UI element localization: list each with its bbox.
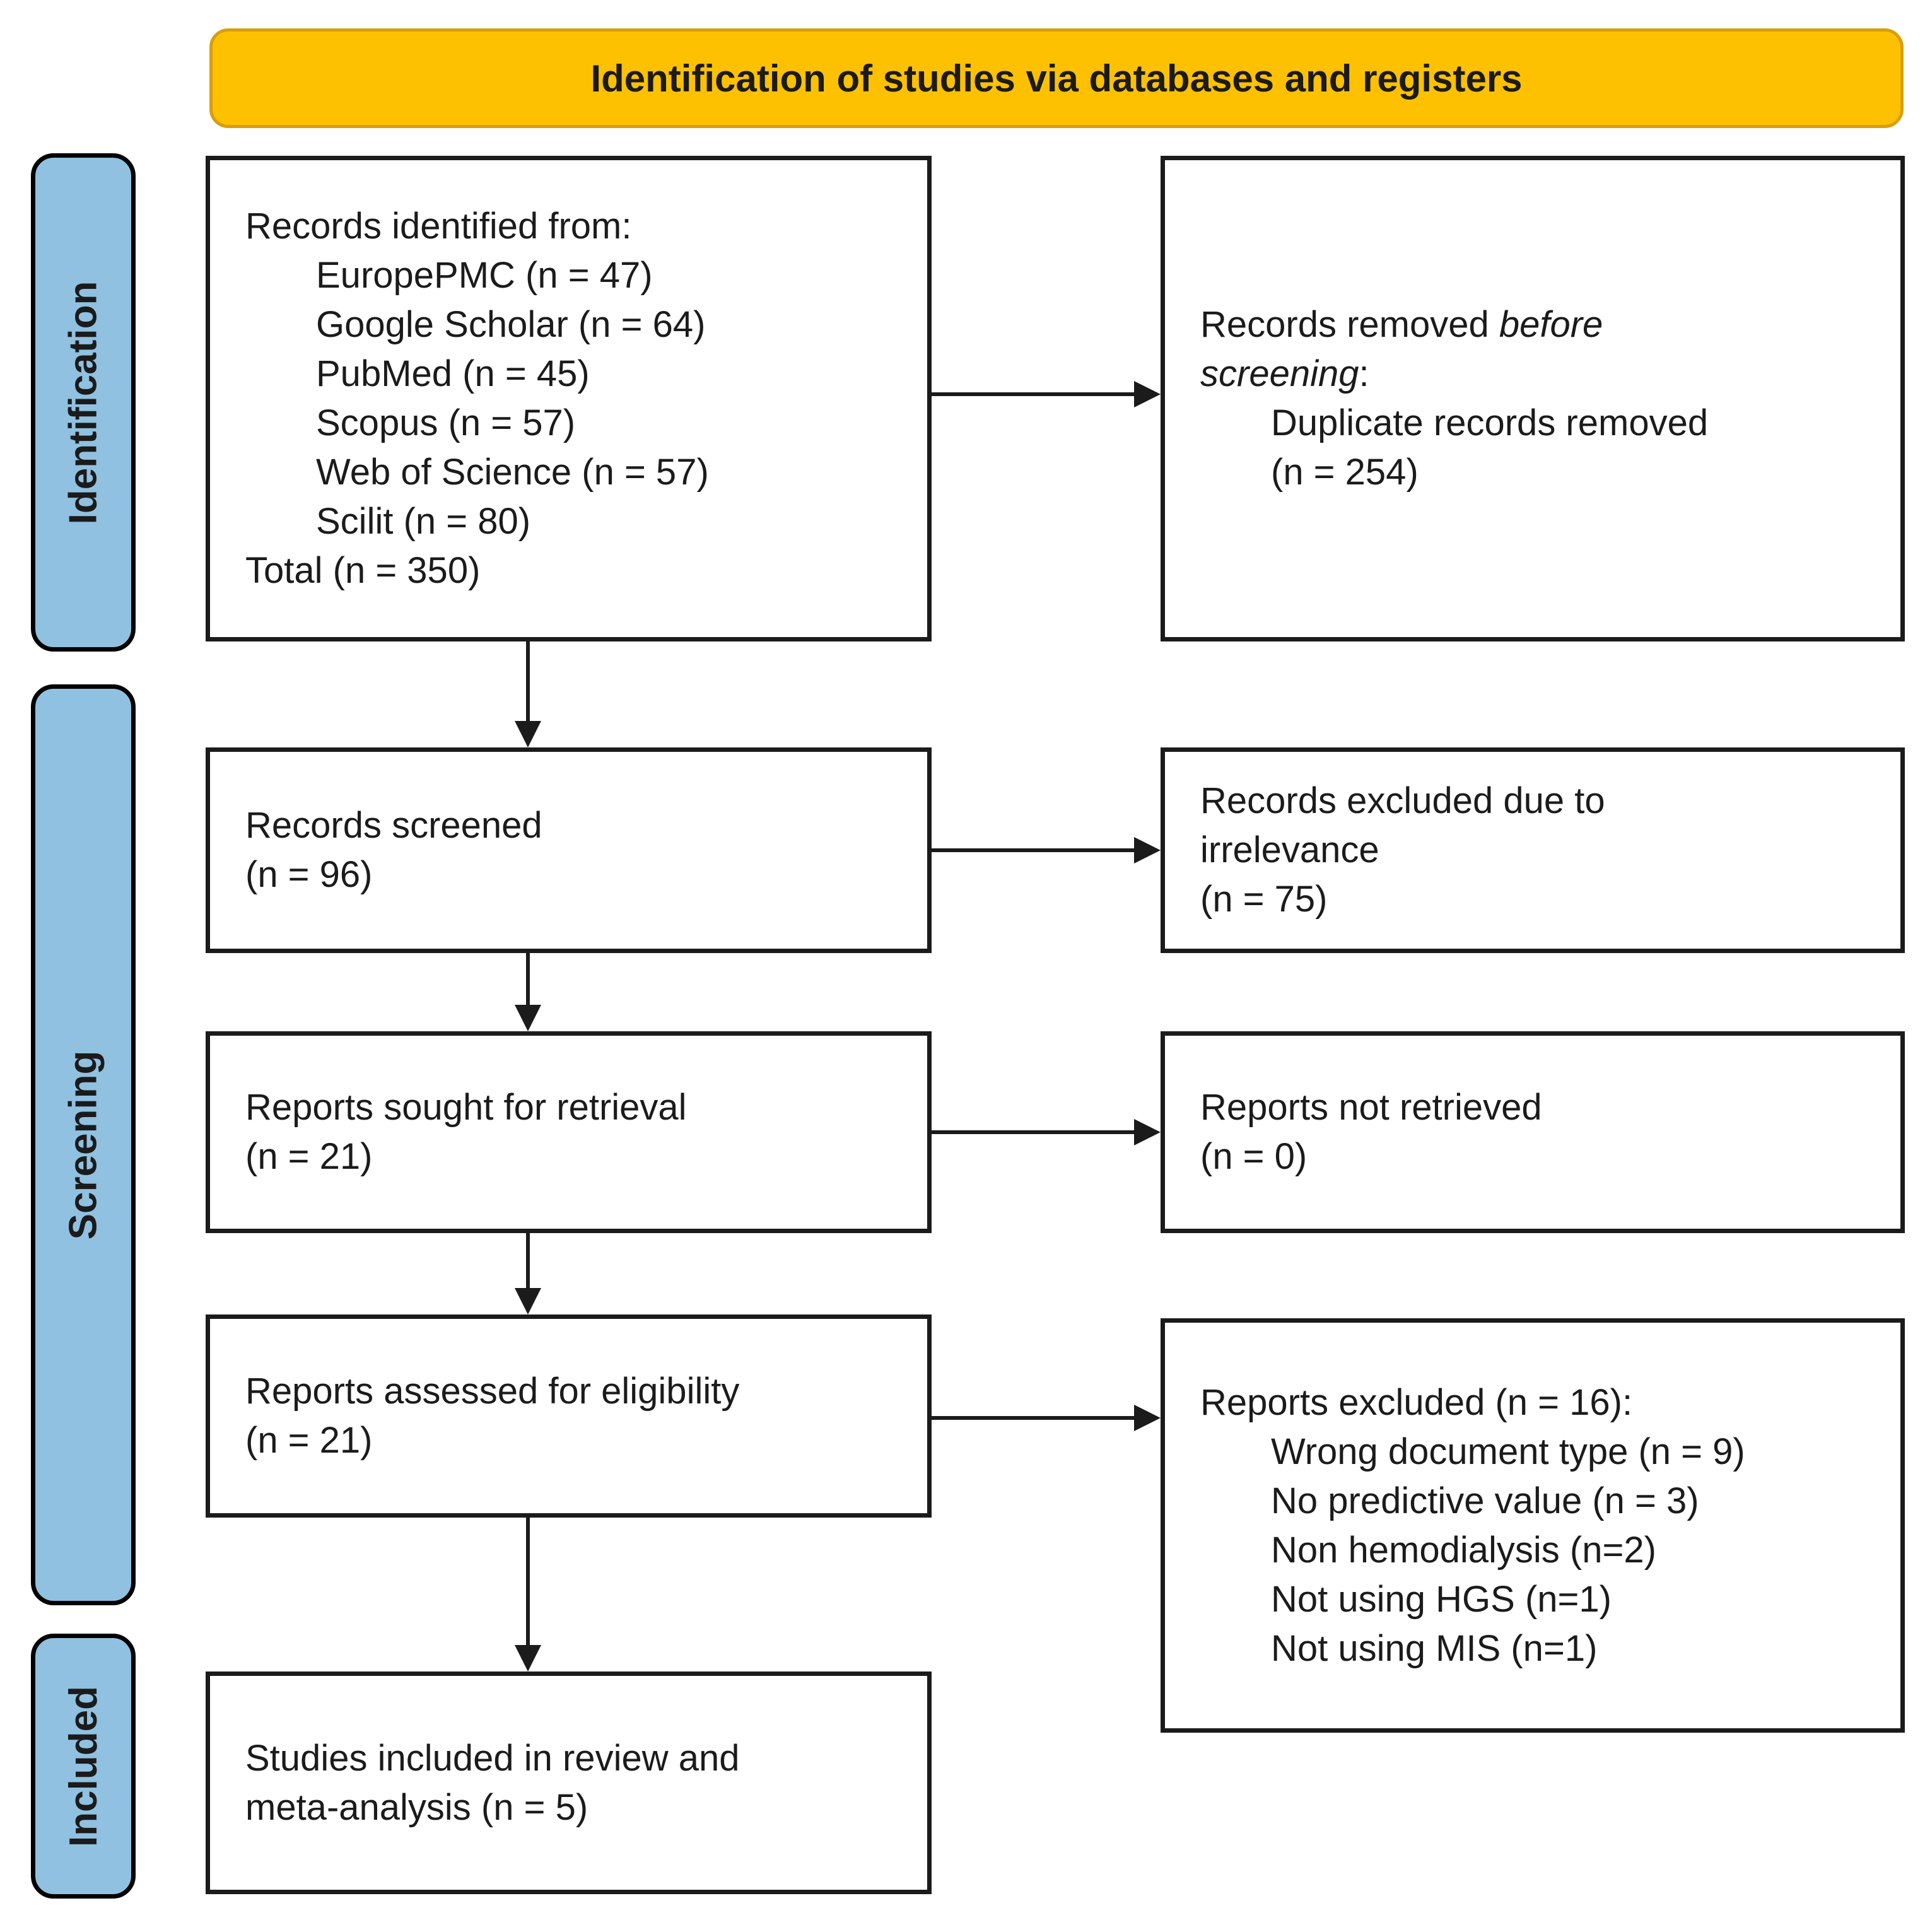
records-identified-source: Google Scholar (n = 64) (316, 304, 706, 345)
arrow-assessed-to-excluded (932, 1405, 1161, 1431)
records-removed-prefix: Records removed (1200, 304, 1499, 345)
records-removed-detail: Duplicate records removed (1271, 402, 1709, 443)
reports-excluded-reason: Wrong document type (n = 9) (1271, 1431, 1745, 1472)
arrow-identified-to-screened (515, 641, 541, 747)
arrow-assessed-to-included (515, 1518, 541, 1671)
stage-label-identification: Identification (31, 153, 136, 652)
stage-label-included-text: Included (61, 1685, 105, 1847)
records-identified-total: Total (n = 350) (245, 550, 481, 591)
records-excluded-count: (n = 75) (1200, 879, 1328, 920)
reports-assessed-line: Reports assessed for eligibility (245, 1371, 740, 1412)
records-screened-line: Records screened (245, 805, 542, 846)
records-identified-source: Web of Science (n = 57) (316, 452, 709, 493)
records-removed-line2: screening: (1200, 349, 1881, 399)
box-studies-included: Studies included in review and meta-anal… (206, 1671, 932, 1894)
records-identified-intro: Records identified from: (245, 206, 632, 247)
box-reports-excluded: Reports excluded (n = 16): Wrong documen… (1161, 1318, 1905, 1733)
arrow-identified-to-removed (932, 381, 1161, 407)
records-removed-italic-1: before (1499, 304, 1603, 345)
box-reports-sought: Reports sought for retrieval (n = 21) (206, 1031, 932, 1233)
box-records-excluded: Records excluded due to irrelevance (n =… (1161, 747, 1905, 953)
box-records-screened: Records screened (n = 96) (206, 747, 932, 953)
box-reports-assessed: Reports assessed for eligibility (n = 21… (206, 1314, 932, 1518)
banner-title: Identification of studies via databases … (590, 57, 1523, 100)
box-reports-not-retrieved: Reports not retrieved (n = 0) (1161, 1031, 1905, 1233)
reports-excluded-reason: Non hemodialysis (n=2) (1271, 1529, 1656, 1571)
stage-label-included: Included (31, 1634, 136, 1899)
records-identified-source: EuropePMC (n = 47) (316, 255, 653, 296)
records-removed-italic-2: screening (1200, 353, 1359, 394)
arrow-sought-to-not-retrieved (932, 1119, 1161, 1145)
reports-excluded-reason: Not using HGS (n=1) (1271, 1578, 1612, 1620)
reports-sought-count: (n = 21) (245, 1136, 373, 1177)
arrow-screened-to-sought (515, 953, 541, 1031)
stage-label-identification-text: Identification (61, 281, 105, 524)
records-identified-source: Scilit (n = 80) (316, 501, 531, 542)
records-identified-source: PubMed (n = 45) (316, 353, 590, 394)
reports-not-retrieved-line: Reports not retrieved (1200, 1087, 1542, 1128)
records-removed-line1: Records removed before (1200, 300, 1881, 349)
studies-included-count: meta-analysis (n = 5) (245, 1786, 588, 1828)
records-excluded-line: Records excluded due to (1200, 780, 1605, 821)
studies-included-line: Studies included in review and (245, 1737, 740, 1779)
records-removed-suffix: : (1359, 353, 1369, 394)
reports-not-retrieved-count: (n = 0) (1200, 1136, 1308, 1177)
records-excluded-line: irrelevance (1200, 829, 1379, 870)
banner: Identification of studies via databases … (209, 28, 1904, 128)
box-records-removed: Records removed before screening: Duplic… (1161, 156, 1905, 641)
arrow-screened-to-excluded (932, 837, 1161, 864)
stage-label-screening-text: Screening (61, 1050, 105, 1239)
stage-label-screening: Screening (31, 684, 136, 1605)
arrow-sought-to-assessed (515, 1233, 541, 1314)
reports-sought-line: Reports sought for retrieval (245, 1087, 687, 1128)
reports-assessed-count: (n = 21) (245, 1420, 373, 1461)
box-records-identified: Records identified from: EuropePMC (n = … (206, 156, 932, 641)
records-screened-count: (n = 96) (245, 854, 373, 895)
records-identified-source: Scopus (n = 57) (316, 402, 576, 443)
records-removed-detail: (n = 254) (1271, 452, 1419, 493)
reports-excluded-reason: No predictive value (n = 3) (1271, 1480, 1699, 1521)
reports-excluded-intro: Reports excluded (n = 16): (1200, 1381, 1633, 1423)
reports-excluded-reason: Not using MIS (n=1) (1271, 1627, 1598, 1669)
